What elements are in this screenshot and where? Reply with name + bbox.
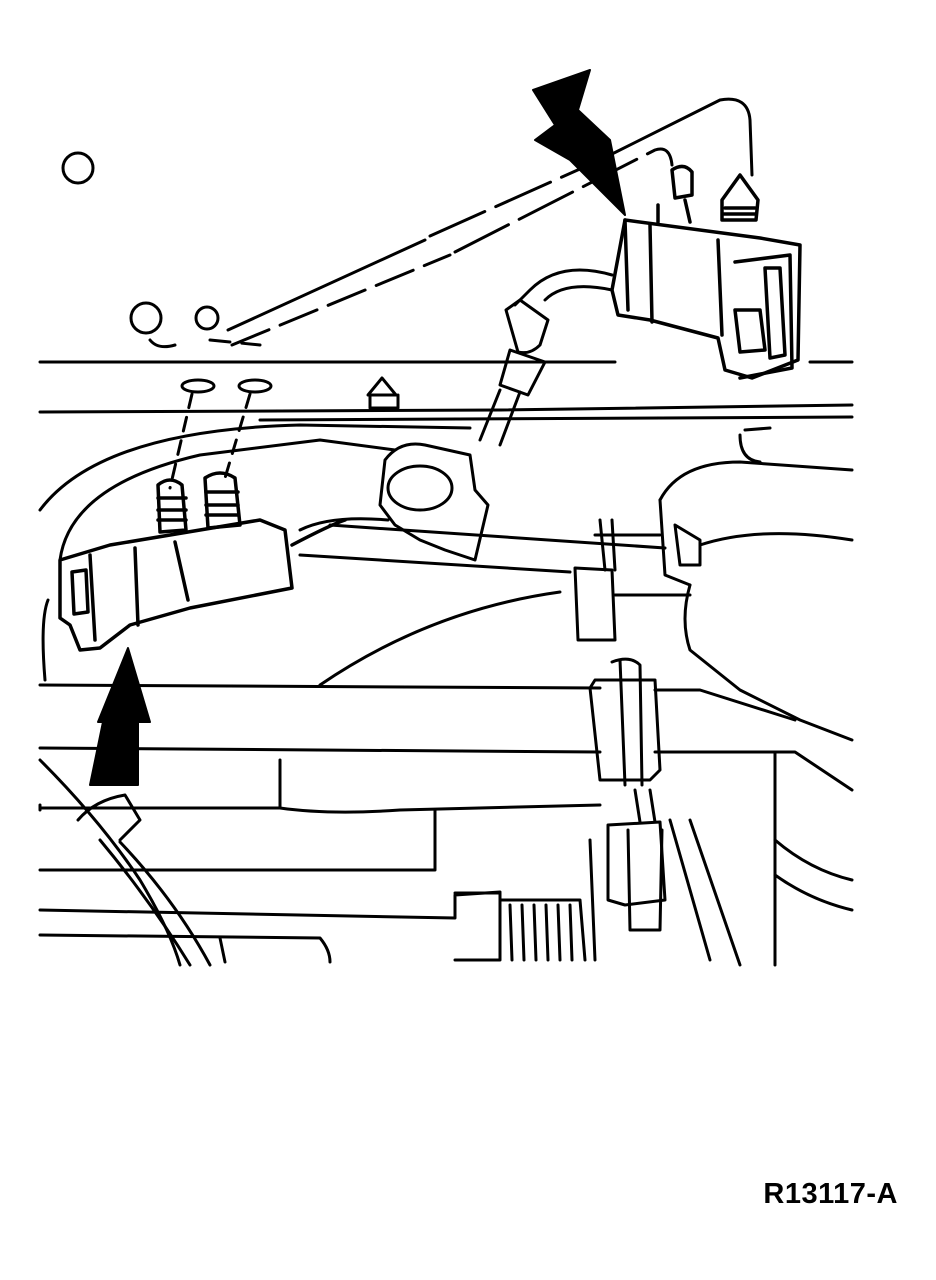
tube-lines xyxy=(38,523,854,964)
callout-arrow-icon xyxy=(532,69,626,216)
lower-wire-harness xyxy=(38,758,212,967)
mounting-hole xyxy=(61,151,95,185)
lower-sensor-connector xyxy=(58,471,347,652)
bracket-hole xyxy=(194,305,220,331)
frame-rails xyxy=(38,360,854,422)
bracket-hole xyxy=(129,301,163,335)
hose-assembly xyxy=(593,426,854,742)
sensor-harness xyxy=(298,268,614,562)
mounting-stud xyxy=(366,376,400,410)
figure-reference-code: R13117-A xyxy=(763,1178,898,1210)
upper-sensor-connector xyxy=(610,164,802,380)
harness-cover xyxy=(38,423,472,682)
ribbed-pulley xyxy=(453,891,587,962)
linkage-rod xyxy=(588,657,712,962)
callout-arrow-icon xyxy=(89,647,151,786)
washer xyxy=(237,378,273,394)
lower-housing xyxy=(688,750,854,967)
washer-guide-dashes xyxy=(168,392,252,490)
washer xyxy=(180,378,216,394)
bracket-guide-lines xyxy=(148,97,754,349)
